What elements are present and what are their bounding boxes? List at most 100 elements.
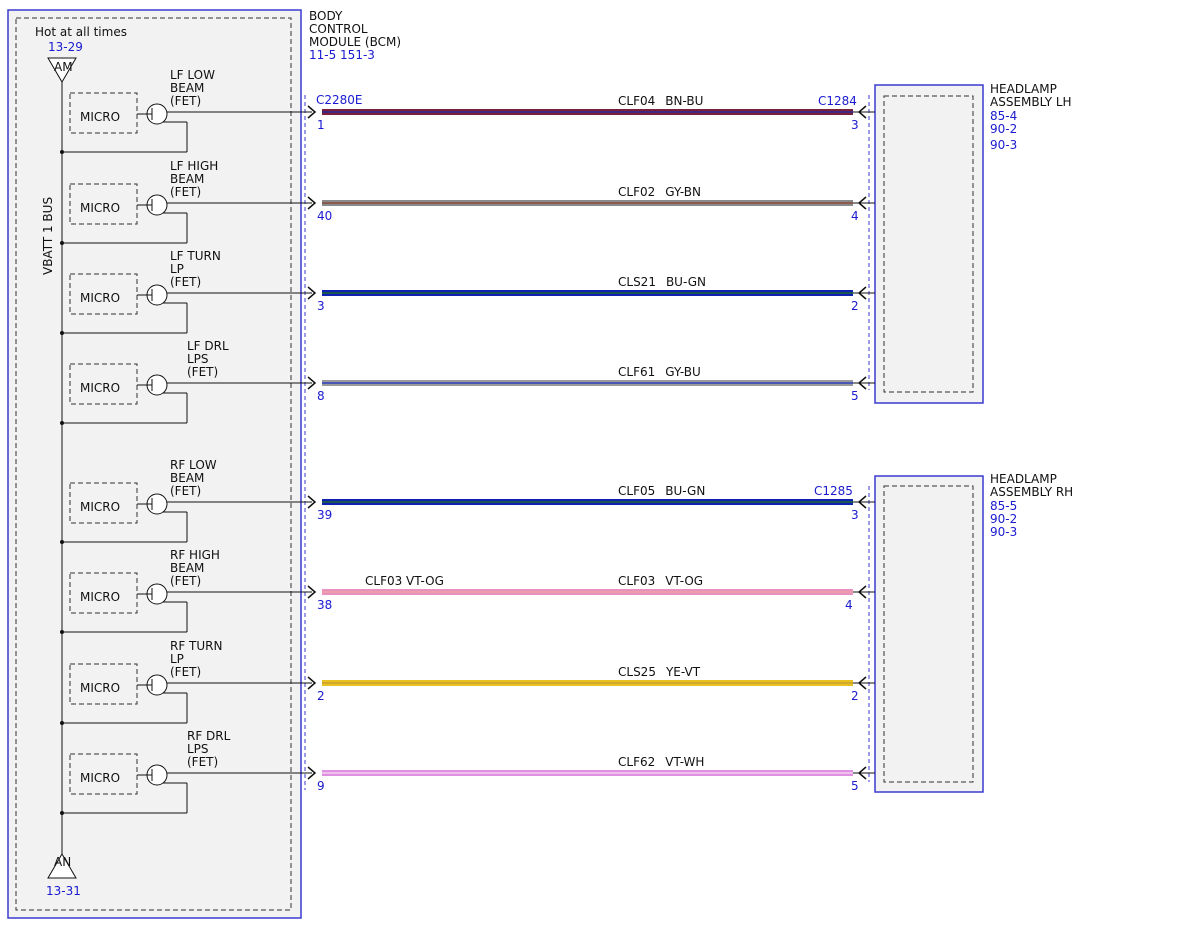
fuse-an-icon (47, 853, 77, 879)
circuit-id: CLF04 (618, 94, 655, 108)
circuit-label[interactable]: CLF04 BN-BU (618, 94, 703, 108)
lamp-pin-number: 3 (851, 118, 859, 132)
bcm-connector-pin-icon (307, 286, 317, 300)
fet-label-line-2: BEAM (170, 471, 204, 485)
fuse-am-icon (47, 57, 77, 83)
bus-junction-dot (60, 421, 64, 425)
circuit-color: GY-BN (665, 185, 701, 199)
headlamp-lh-ref-2[interactable]: 90-2 (990, 122, 1017, 136)
headlamp-rh-ref-1[interactable]: 85-5 (990, 499, 1017, 513)
micro-box (69, 92, 138, 134)
micro-box (69, 482, 138, 524)
lamp-pin-number: 2 (851, 689, 859, 703)
top-ref-link[interactable]: 13-29 (48, 40, 83, 54)
bcm-title-line-1: BODY (309, 9, 343, 23)
lamp-connector-pin-icon (857, 766, 867, 780)
fet-label-line-1: RF HIGH (170, 548, 220, 562)
bus-junction-dot (60, 540, 64, 544)
micro-label: MICRO (80, 681, 120, 695)
connector-rh-id[interactable]: C1285 (814, 484, 853, 498)
bus-junction-dot (60, 241, 64, 245)
circuit-color: VT-OG (665, 574, 703, 588)
headlamp-lh-ref-1[interactable]: 85-4 (990, 109, 1017, 123)
fet-label-line-2: LPS (187, 742, 209, 756)
micro-box (69, 363, 138, 405)
bcm-pin-number: 40 (317, 209, 332, 223)
circuit-color: BN-BU (665, 94, 703, 108)
fuse-am-label: AM (54, 60, 73, 74)
micro-box (69, 183, 138, 225)
micro-box (69, 273, 138, 315)
fet-label-line-1: LF HIGH (170, 159, 218, 173)
lamp-connector-pin-icon (857, 495, 867, 509)
bcm-pin-number: 9 (317, 779, 325, 793)
bcm-connector-pin-icon (307, 585, 317, 599)
bcm-connector-pin-icon (307, 495, 317, 509)
fet-label-line-3: (FET) (187, 365, 218, 379)
bcm-connector-pin-icon (307, 105, 317, 119)
connector-bcm-id[interactable]: C2280E (316, 93, 363, 107)
bcm-title-line-2: CONTROL (309, 22, 368, 36)
bcm-pin-number: 3 (317, 299, 325, 313)
hot-at-all-times-label: Hot at all times (35, 25, 127, 39)
circuit-color: GY-BU (665, 365, 701, 379)
fet-label-line-1: RF TURN (170, 639, 222, 653)
bus-junction-dot (60, 811, 64, 815)
lamp-connector-pin-icon (857, 196, 867, 210)
fet-label-line-3: (FET) (170, 665, 201, 679)
circuit-id: CLF61 (618, 365, 655, 379)
circuit-id: CLF05 (618, 484, 655, 498)
headlamp-lh-box (874, 84, 984, 404)
connector-lh-id[interactable]: C1284 (818, 94, 857, 108)
circuit-id: CLF02 (618, 185, 655, 199)
bus-junction-dot (60, 721, 64, 725)
bcm-title-line-3: MODULE (BCM) (309, 35, 401, 49)
headlamp-rh-ref-2[interactable]: 90-2 (990, 512, 1017, 526)
fet-label-line-2: BEAM (170, 81, 204, 95)
lamp-connector-pin-icon (857, 105, 867, 119)
circuit-label[interactable]: CLF02 GY-BN (618, 185, 701, 199)
circuit-color: BU-GN (665, 484, 705, 498)
headlamp-rh-title-1: HEADLAMP (990, 472, 1057, 486)
lamp-pin-number: 4 (851, 209, 859, 223)
fet-label-line-3: (FET) (187, 755, 218, 769)
circuit-id: CLS21 (618, 275, 656, 289)
fet-label-line-3: (FET) (170, 275, 201, 289)
micro-label: MICRO (80, 201, 120, 215)
circuit-color: YE-VT (665, 665, 701, 679)
fet-label-line-3: (FET) (170, 94, 201, 108)
bus-junction-dot (60, 150, 64, 154)
circuit-label[interactable]: CLF05 BU-GN (618, 484, 705, 498)
circuit-label-secondary[interactable]: CLF03 VT-OG (365, 574, 444, 588)
fet-label-line-2: LP (170, 652, 184, 666)
circuit-id: CLF03 (618, 574, 655, 588)
lamp-pin-number: 5 (851, 779, 859, 793)
lamp-connector-pin-icon (857, 376, 867, 390)
micro-box (69, 753, 138, 795)
fet-label-line-1: LF TURN (170, 249, 221, 263)
headlamp-rh-ref-3[interactable]: 90-3 (990, 525, 1017, 539)
circuit-color: BU-GN (666, 275, 706, 289)
circuit-label[interactable]: CLF61 GY-BU (618, 365, 701, 379)
fet-label-line-3: (FET) (170, 185, 201, 199)
headlamp-rh-box (874, 475, 984, 793)
micro-label: MICRO (80, 291, 120, 305)
fet-label-line-2: LP (170, 262, 184, 276)
headlamp-lh-inner (883, 95, 974, 393)
circuit-color: VT-WH (665, 755, 704, 769)
bcm-refs[interactable]: 11-5 151-3 (309, 48, 375, 62)
circuit-label[interactable]: CLF03 VT-OG (618, 574, 703, 588)
fet-label-line-1: LF DRL (187, 339, 229, 353)
lamp-pin-number: 4 (845, 598, 853, 612)
micro-label: MICRO (80, 110, 120, 124)
fet-label-line-1: RF DRL (187, 729, 231, 743)
headlamp-lh-ref-3[interactable]: 90-3 (990, 138, 1017, 152)
micro-label: MICRO (80, 500, 120, 514)
headlamp-rh-inner (883, 485, 974, 783)
circuit-label[interactable]: CLS21 BU-GN (618, 275, 706, 289)
bcm-connector-pin-icon (307, 676, 317, 690)
bottom-ref-link[interactable]: 13-31 (46, 884, 81, 898)
